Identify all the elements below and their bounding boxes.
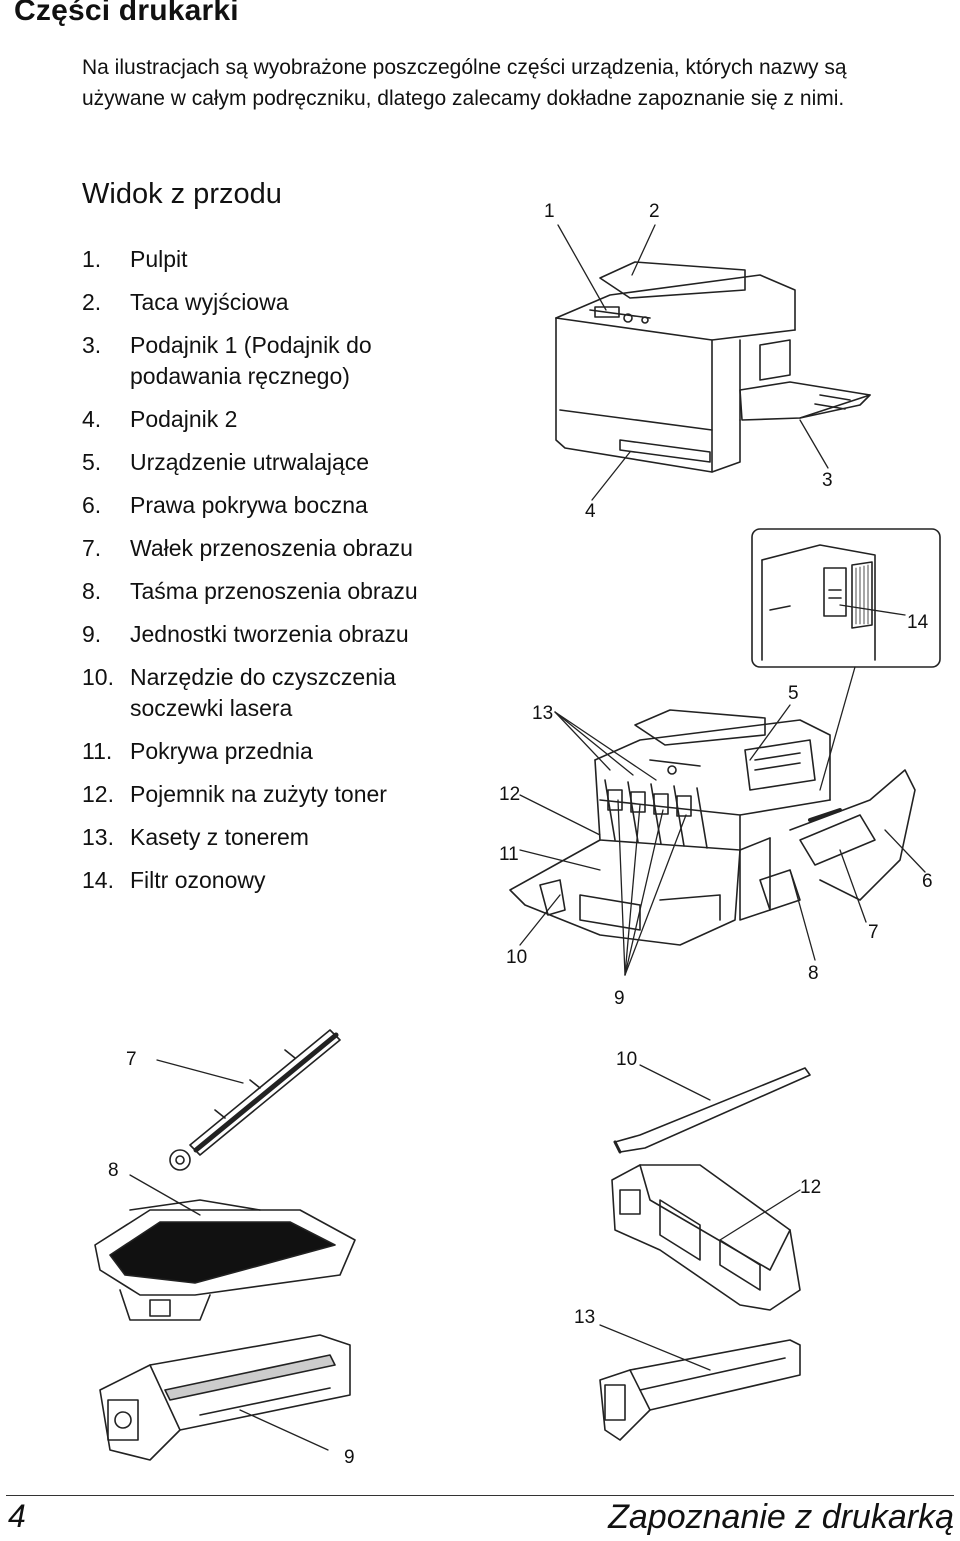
leader-lines [129,224,926,1451]
item-number: 12. [82,781,114,807]
item-number: 8. [82,578,102,604]
parts-list: 1. Pulpit 2. Taca wyjściowa 3. Podajnik 1 (… [82,244,482,908]
callout-13: 13 [532,703,553,724]
item-label: Prawa pokrywa boczna [130,492,368,518]
item-number: 7. [82,535,102,561]
list-item: 14. Filtr ozonowy [82,865,482,896]
item-label: Narzędzie do czyszczenia soczewki lasera [130,664,396,721]
item-label: Kasety z tonerem [130,824,309,850]
list-item: 5. Urządzenie utrwalające [82,447,482,478]
list-item: 11. Pokrywa przednia [82,736,482,767]
page-title: Części drukarki [14,0,239,27]
callout-11: 11 [499,844,519,865]
list-item: 3. Podajnik 1 (Podajnik do podawania ręcz… [82,330,482,392]
item-number: 6. [82,492,102,518]
item-label: Pulpit [130,246,188,272]
item-number: 1. [82,246,102,272]
list-item: 8. Taśma przenoszenia obrazu [82,576,482,607]
item-label: Jednostki tworzenia obrazu [130,621,409,647]
callout-9: 9 [614,988,625,1009]
ozone-filter-detail [751,528,941,668]
imaging-unit-illustration [99,1334,351,1461]
item-label: Wałek przenoszenia obrazu [130,535,413,561]
section-title: Widok z przodu [82,178,282,210]
callout-7: 7 [868,922,879,943]
item-label: Pojemnik na zużyty toner [130,781,387,807]
callout-10-tool: 10 [616,1049,637,1070]
footer-divider [6,1495,954,1496]
callout-6: 6 [922,871,933,892]
waste-toner-bottle-illustration [611,1164,801,1311]
callout-13-cartridge: 13 [574,1307,595,1328]
list-item: 13. Kasety z tonerem [82,822,482,853]
list-item: 2. Taca wyjściowa [82,287,482,318]
transfer-belt-illustration [94,1199,356,1321]
item-label: Podajnik 2 [130,406,238,432]
item-number: 14. [82,867,114,893]
lens-cleaning-tool-illustration [613,1067,811,1154]
list-item: 12. Pojemnik na zużyty toner [82,779,482,810]
callout-12: 12 [499,784,520,805]
callout-5: 5 [788,683,799,704]
intro-paragraph: Na ilustracjach są wyobrażone poszczegól… [82,56,847,110]
item-label: Pokrywa przednia [130,738,313,764]
item-label: Taca wyjściowa [130,289,289,315]
item-number: 11. [82,738,113,764]
list-item: 1. Pulpit [82,244,482,275]
callout-3: 3 [822,470,833,491]
list-item: 9. Jednostki tworzenia obrazu [82,619,482,650]
list-item: 10. Narzędzie do czyszczenia soczewki las… [82,662,482,724]
callout-10: 10 [506,947,527,968]
list-item: 6. Prawa pokrywa boczna [82,490,482,521]
item-number: 2. [82,289,102,315]
item-number: 13. [82,824,114,850]
callout-4: 4 [585,501,596,522]
list-item: 7. Wałek przenoszenia obrazu [82,533,482,564]
callout-8-belt: 8 [108,1160,119,1181]
item-number: 10. [82,664,114,690]
callout-7-roller: 7 [126,1049,137,1070]
callout-2: 2 [649,201,660,222]
callout-8: 8 [808,963,819,984]
transfer-roller-illustration [169,1029,341,1171]
callout-14: 14 [907,612,929,633]
list-item: 4. Podajnik 2 [82,404,482,435]
item-number: 4. [82,406,102,432]
callout-12-bottle: 12 [800,1177,821,1198]
item-label: Taśma przenoszenia obrazu [130,578,418,604]
toner-cartridge-illustration [599,1339,801,1441]
item-label: Urządzenie utrwalające [130,449,370,475]
printer-front-illustration [555,261,871,473]
chapter-title: Zapoznanie z drukarką [608,1498,954,1536]
page-number: 4 [8,1498,26,1534]
item-number: 3. [82,332,102,358]
callout-9-unit: 9 [344,1447,355,1468]
printer-open-illustration [509,709,916,946]
callout-1: 1 [544,201,555,222]
item-label: Podajnik 1 (Podajnik do podawania ręczne… [130,332,372,389]
item-label: Filtr ozonowy [130,867,266,893]
printer-parts-illustration: 1 2 3 4 5 6 7 8 9 10 11 12 13 14 7 10 8 … [94,201,941,1468]
item-number: 9. [82,621,102,647]
item-number: 5. [82,449,102,475]
